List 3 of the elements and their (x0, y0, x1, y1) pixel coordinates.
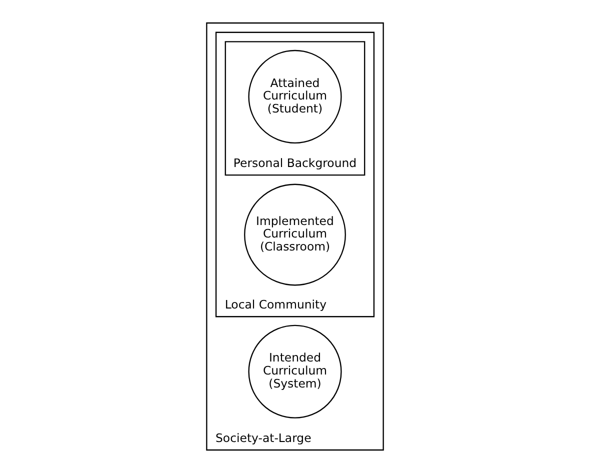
node-circle: Attained Curriculum (Student) (248, 50, 342, 144)
node-circle: Intended Curriculum (System) (248, 324, 342, 418)
node-circle: Implemented Curriculum (Classroom) (244, 184, 346, 286)
